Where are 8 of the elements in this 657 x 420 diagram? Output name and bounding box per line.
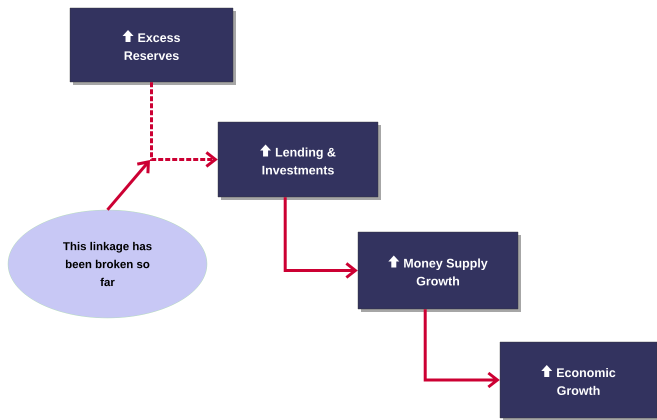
leader-arrow	[106, 160, 150, 211]
process-box: Lending & Investments	[218, 122, 378, 198]
process-box: Excess Reserves	[70, 8, 234, 82]
arrow	[284, 197, 358, 279]
arrow	[424, 309, 500, 388]
process-box: Money Supply Growth	[358, 232, 518, 310]
arrow	[150, 82, 218, 168]
process-box: Economic Growth	[500, 342, 657, 418]
